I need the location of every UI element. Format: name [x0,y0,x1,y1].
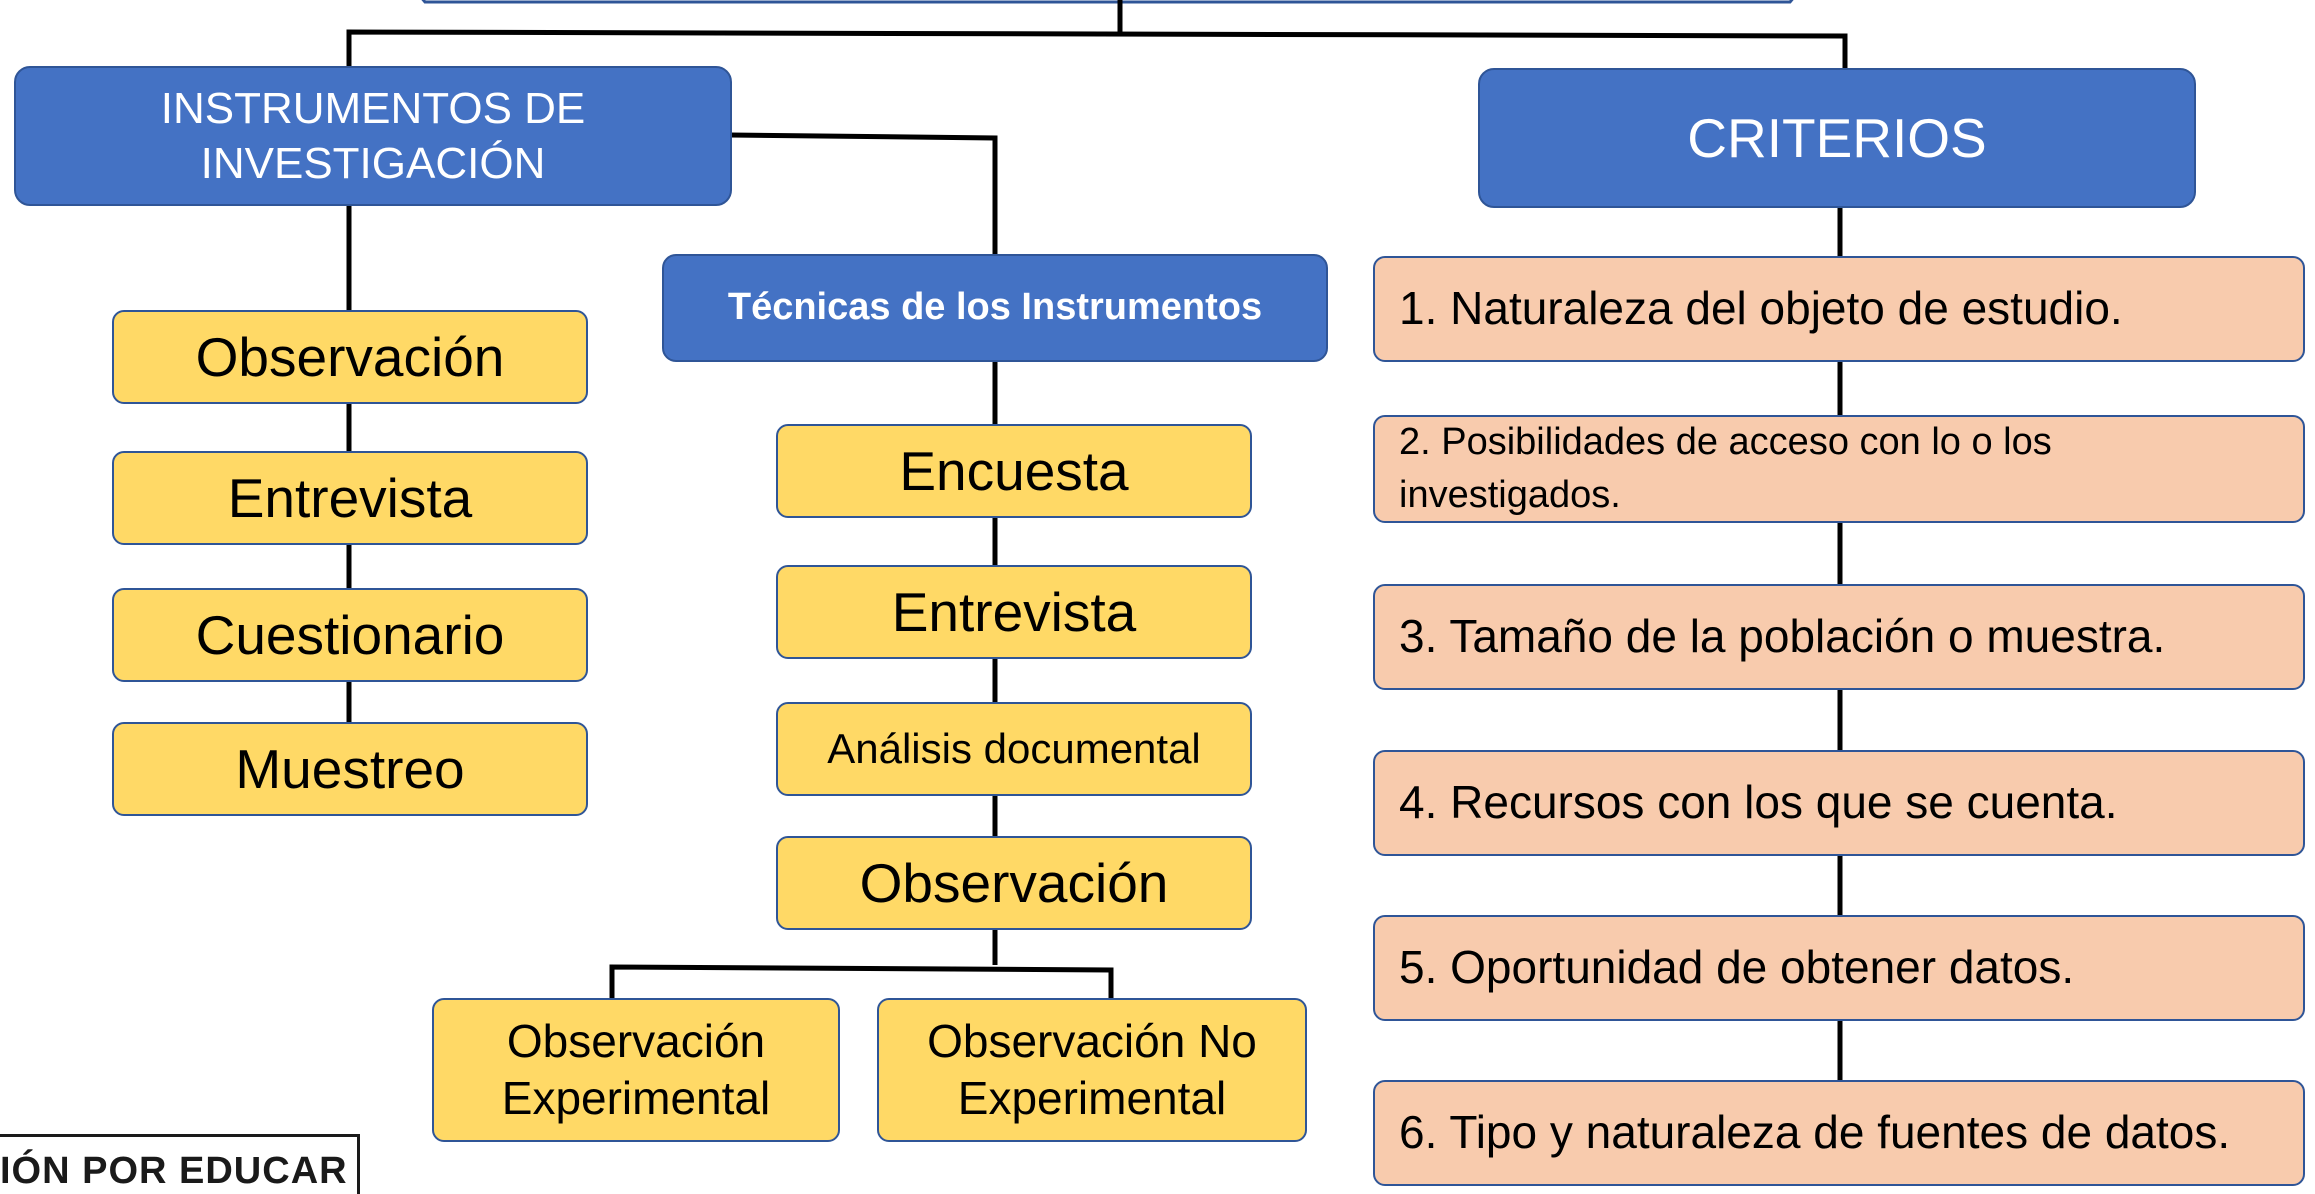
instrumento-label: Cuestionario [195,603,505,666]
observacion-experimental: Observación Experimental [432,998,840,1142]
observacion-no-experimental: Observación No Experimental [877,998,1307,1142]
instrumento-label: Muestreo [235,737,465,800]
criterio-label: 5. Oportunidad de obtener datos. [1399,941,2075,994]
observacion-type-label: Observación No Experimental [927,1014,1257,1125]
instrumento-entrevista: Entrevista [112,451,588,545]
criterio-6: 6. Tipo y naturaleza de fuentes de datos… [1373,1080,2305,1186]
instrumentos-title: INSTRUMENTOS DE INVESTIGACIÓN [160,84,586,188]
tecnica-label: Análisis documental [827,724,1201,772]
tecnicas-title: Técnicas de los Instrumentos [727,286,1263,329]
criterio-3: 3. Tamaño de la población o muestra. [1373,584,2305,690]
criterio-label: 6. Tipo y naturaleza de fuentes de datos… [1399,1106,2231,1159]
logo-text: IÓN POR EDUCAR [0,1150,348,1192]
tecnica-encuesta: Encuesta [776,424,1252,518]
instrumento-cuestionario: Cuestionario [112,588,588,682]
criterios-title: CRITERIOS [1687,106,1987,169]
tecnicas-instrumentos-node: Técnicas de los Instrumentos [662,254,1328,362]
tecnica-label: Encuesta [899,439,1129,502]
tecnica-label: Observación [859,851,1169,914]
criterio-label: 3. Tamaño de la población o muestra. [1399,610,2166,663]
instrumento-label: Entrevista [227,466,473,529]
criterio-4: 4. Recursos con los que se cuenta. [1373,750,2305,856]
criterio-2: 2. Posibilidades de acceso con lo o los … [1373,415,2305,523]
instrumento-observacion: Observación [112,310,588,404]
tecnica-analisis-documental: Análisis documental [776,702,1252,796]
instrumentos-investigacion-node: INSTRUMENTOS DE INVESTIGACIÓN [14,66,732,206]
tecnica-label: Entrevista [891,580,1137,643]
criterio-1: 1. Naturaleza del objeto de estudio. [1373,256,2305,362]
observacion-type-label: Observación Experimental [501,1014,771,1125]
criterio-5: 5. Oportunidad de obtener datos. [1373,915,2305,1021]
tecnica-observacion: Observación [776,836,1252,930]
criterio-label: 1. Naturaleza del objeto de estudio. [1399,282,2123,335]
tecnica-entrevista: Entrevista [776,565,1252,659]
criterio-label: 2. Posibilidades de acceso con lo o los … [1399,420,2052,516]
logo-frame [0,1134,360,1194]
criterio-label: 4. Recursos con los que se cuenta. [1399,776,2118,829]
instrumento-muestreo: Muestreo [112,722,588,816]
criterios-node: CRITERIOS [1478,68,2196,208]
instrumento-label: Observación [195,325,505,388]
